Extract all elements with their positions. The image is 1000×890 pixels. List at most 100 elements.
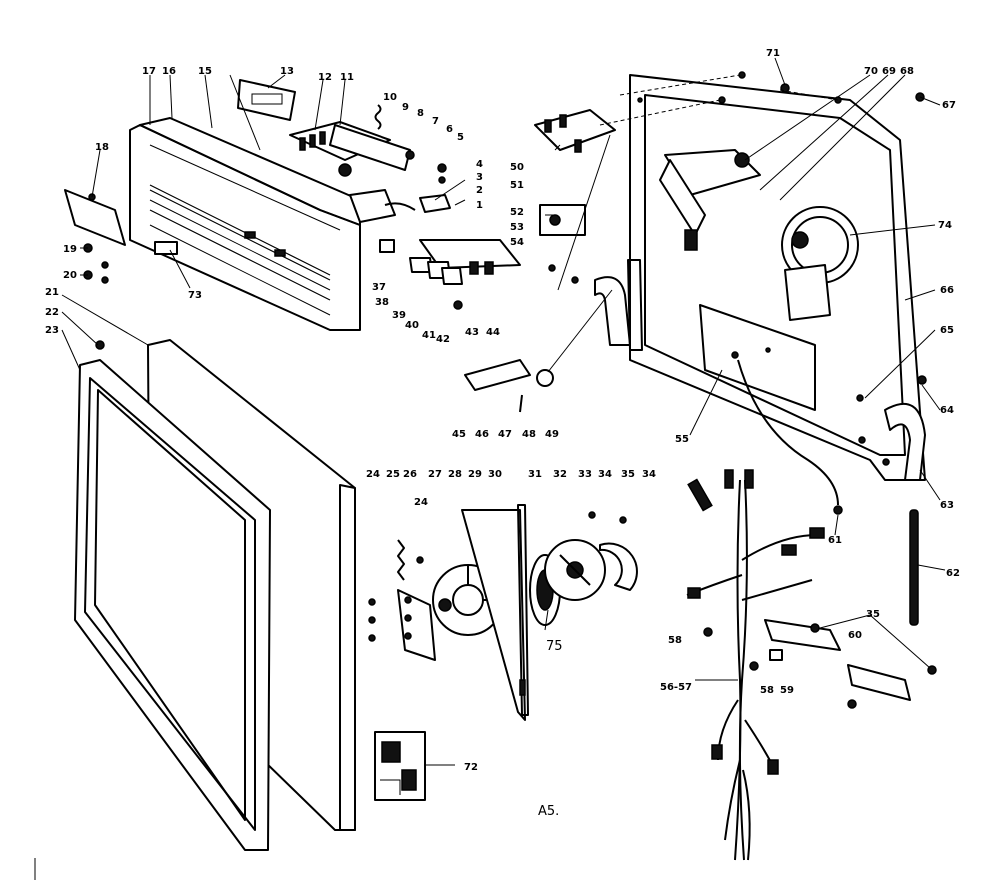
callout-60: 60 — [848, 630, 862, 641]
callout-35a: 35 — [621, 469, 635, 480]
callout-25: 25 — [386, 469, 400, 480]
callout-59: 59 — [780, 685, 794, 696]
callout-41: 41 — [422, 330, 436, 341]
callout-11: 11 — [340, 72, 354, 83]
callout-12: 12 — [318, 72, 332, 83]
callout-52: 52 — [510, 207, 524, 218]
timer-board-part-11 — [329, 124, 415, 177]
callout-5: 5 — [457, 132, 464, 143]
callout-2: 2 — [476, 185, 483, 196]
bracket-part-25 — [397, 589, 436, 661]
gasket-part-62 — [909, 509, 919, 626]
control-panel-assembly — [129, 117, 361, 331]
hardware-1-4 — [419, 163, 451, 213]
callout-27: 27 — [428, 469, 442, 480]
callout-4: 4 — [476, 159, 483, 170]
callout-9: 9 — [402, 102, 409, 113]
callout-6: 6 — [446, 124, 453, 135]
callout-75: 75 — [546, 639, 563, 654]
callout-20: 20 — [63, 270, 77, 281]
callout-29: 29 — [468, 469, 482, 480]
callout-3: 3 — [476, 172, 483, 183]
callout-15: 15 — [198, 66, 212, 77]
callout-47: 47 — [498, 429, 512, 440]
callout-74: 74 — [938, 220, 952, 231]
spring-part-26 — [397, 539, 405, 581]
callout-61: 61 — [828, 535, 842, 546]
callout-51: 51 — [510, 180, 524, 191]
callout-28: 28 — [448, 469, 462, 480]
callout-64: 64 — [940, 405, 954, 416]
callout-46: 46 — [475, 429, 489, 440]
wiring-card-part-72 — [374, 731, 426, 801]
callout-56-57: 56-57 — [660, 682, 692, 693]
harness-connectors-58-60 — [703, 619, 937, 709]
spring-part-10 — [374, 104, 382, 130]
callout-26: 26 — [403, 469, 417, 480]
detergent-dispenser-part-74 — [781, 206, 859, 321]
screws-19-20 — [83, 243, 109, 284]
selector-part-13 — [237, 79, 296, 121]
callout-38: 38 — [375, 297, 389, 308]
callout-49: 49 — [545, 429, 559, 440]
cover-part-34 — [599, 542, 638, 591]
callout-50: 50 — [510, 162, 524, 173]
callout-72: 72 — [464, 762, 478, 773]
screws-part-24 — [368, 556, 424, 642]
wiring-harness-part-56-57 — [686, 469, 825, 861]
switch-bank-parts-37-44 — [379, 239, 521, 310]
switch-parts-45-49 — [464, 359, 554, 413]
callout-69: 69 — [882, 66, 896, 77]
callout-13: 13 — [280, 66, 294, 77]
callout-35b: 35 — [866, 609, 880, 620]
callout-73: 73 — [188, 290, 202, 301]
callout-10: 10 — [383, 92, 397, 103]
door-latch-plate — [699, 304, 816, 411]
callout-21: 21 — [45, 287, 59, 298]
knob-part-73 — [154, 241, 178, 255]
callout-43: 43 — [465, 327, 479, 338]
callout-24b: 24 — [414, 497, 428, 508]
callout-7: 7 — [432, 116, 439, 127]
callout-17: 17 — [142, 66, 156, 77]
callout-54: 54 — [510, 237, 524, 248]
door-inner-frame — [74, 340, 271, 851]
fan-housing-part-32 — [544, 539, 606, 601]
callout-70: 70 — [864, 66, 878, 77]
hinge-left — [594, 259, 643, 351]
callout-53: 53 — [510, 222, 524, 233]
callout-19: 19 — [63, 244, 77, 255]
callout-8: 8 — [417, 108, 424, 119]
callout-34b: 34 — [642, 469, 656, 480]
callout-37: 37 — [372, 282, 386, 293]
screw-parts-64-67-71 — [738, 71, 927, 385]
callout-55: 55 — [675, 434, 689, 445]
callout-71: 71 — [766, 48, 780, 59]
callout-45: 45 — [452, 429, 466, 440]
callout-33: 33 — [578, 469, 592, 480]
small-parts-33-35 — [588, 511, 627, 524]
callout-labels: 1 2 3 4 5 6 7 8 9 10 11 12 13 15 16 17 1… — [45, 48, 960, 773]
wire-part-61 — [737, 359, 843, 515]
callout-44: 44 — [486, 327, 500, 338]
callout-48: 48 — [522, 429, 536, 440]
hinge-part-63 — [884, 402, 926, 481]
callout-39: 39 — [392, 310, 406, 321]
callout-18: 18 — [95, 142, 109, 153]
side-panel-part-66 — [629, 74, 926, 481]
callout-31: 31 — [528, 469, 542, 480]
callout-34a: 34 — [598, 469, 612, 480]
callout-58a: 58 — [668, 635, 682, 646]
callout-68: 68 — [900, 66, 914, 77]
callout-22: 22 — [45, 307, 59, 318]
callout-24a: 24 — [366, 469, 380, 480]
thermostat-part-52 — [539, 204, 586, 284]
end-cap-part-18 — [64, 189, 126, 246]
mounting-plate-part-31 — [461, 504, 529, 721]
callout-16: 16 — [162, 66, 176, 77]
switch-part-5 — [349, 189, 416, 223]
callout-40: 40 — [405, 320, 419, 331]
callout-65: 65 — [940, 325, 954, 336]
callout-66: 66 — [940, 285, 954, 296]
